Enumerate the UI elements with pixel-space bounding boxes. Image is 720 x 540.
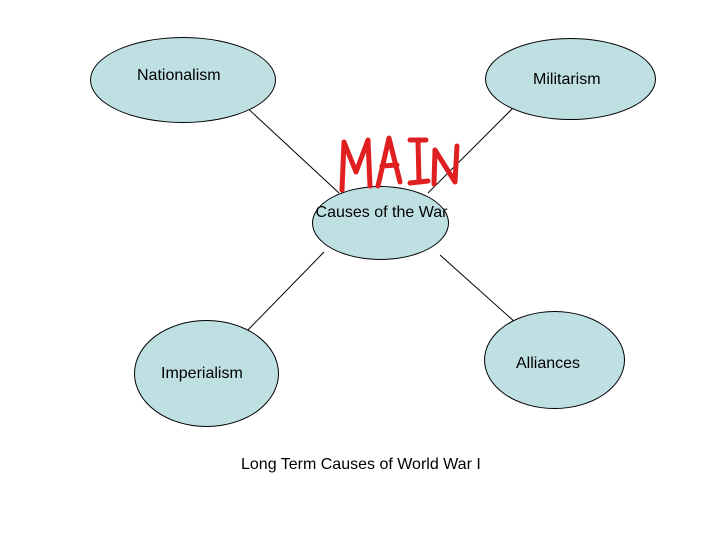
edge-militarism-center [427,107,514,194]
node-alliances-label: Alliances [516,355,581,372]
node-alliances: Alliances [484,311,625,409]
node-center-label: Causes of the War [315,204,448,221]
diagram-caption: Long Term Causes of World War I [241,456,481,473]
node-center: Causes of the War [312,186,449,260]
edge-nationalism-center [242,103,340,194]
node-nationalism: Nationalism [90,37,276,123]
node-militarism-label: Militarism [533,71,601,88]
node-imperialism-label: Imperialism [161,365,243,382]
node-nationalism-label: Nationalism [137,67,221,84]
node-imperialism: Imperialism [134,320,279,427]
node-militarism: Militarism [485,38,656,120]
edge-alliances-center [439,254,517,324]
main-handwritten-annotation [339,135,460,193]
edge-imperialism-center [245,251,325,333]
